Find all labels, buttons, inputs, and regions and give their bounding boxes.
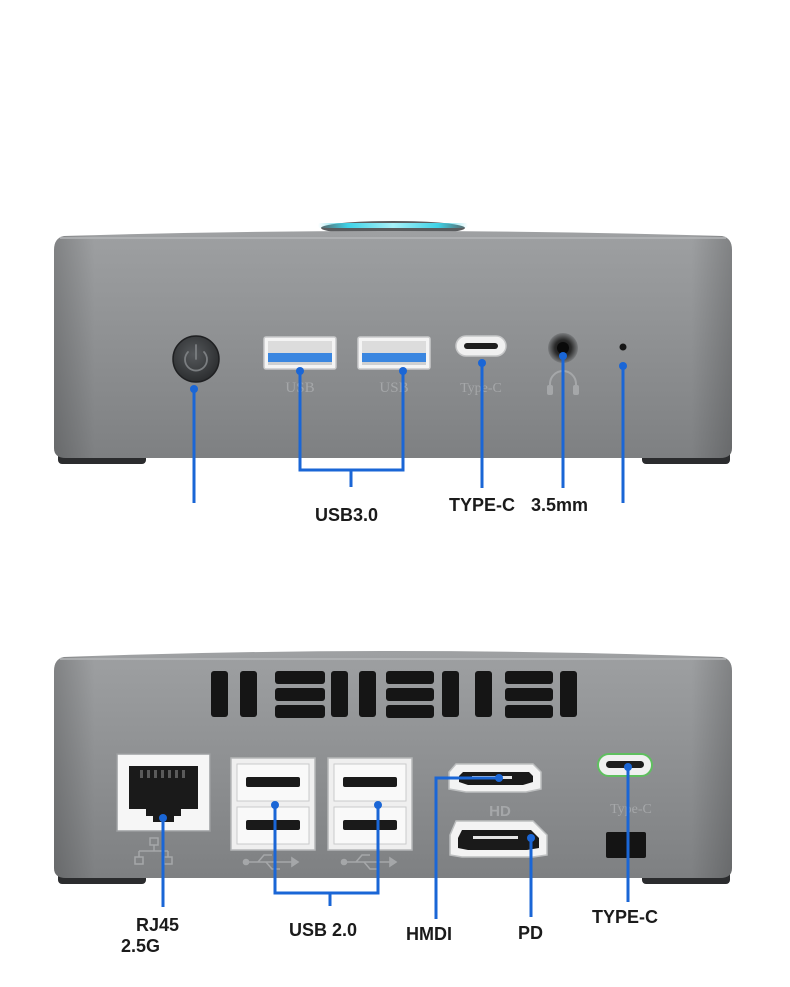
network-icon bbox=[134, 837, 173, 865]
hdmi-callout-label: HMDI bbox=[406, 924, 452, 944]
usb2-stack-left bbox=[230, 757, 316, 851]
usb2-stack-right bbox=[327, 757, 413, 851]
hdmi-marking: HD bbox=[489, 803, 511, 820]
power-button bbox=[172, 335, 220, 383]
usb2-callout-label: USB 2.0 bbox=[289, 920, 358, 940]
hdmi-port-bottom bbox=[449, 820, 548, 858]
usb3-port-left bbox=[263, 336, 337, 370]
usb-trident-icon-right bbox=[340, 854, 398, 870]
usb-marking-right: USB bbox=[379, 380, 408, 396]
typec-port-front bbox=[455, 335, 507, 357]
reset-pinhole bbox=[619, 343, 627, 351]
rear-panel: HD Type-C bbox=[54, 651, 732, 884]
usb3-callout-label: USB3.0 bbox=[315, 505, 379, 525]
usb-trident-icon-left bbox=[242, 854, 300, 870]
audio-jack bbox=[548, 333, 578, 363]
audio-callout-label: 3.5mm bbox=[531, 495, 589, 515]
pd-callout-label: PD bbox=[518, 923, 544, 943]
rj45-callout-label: RJ45 bbox=[136, 915, 180, 935]
rear-callout-dots bbox=[159, 763, 632, 842]
rj45-speed-label: 2.5G bbox=[121, 936, 161, 956]
typec-marking-rear: Type-C bbox=[610, 802, 652, 817]
rear-callout-lines bbox=[161, 767, 630, 919]
typec-front-callout-label: TYPE-C bbox=[449, 495, 516, 515]
front-callout-lines bbox=[192, 356, 625, 503]
vent-grille bbox=[211, 671, 577, 718]
top-led-ring-icon bbox=[318, 223, 468, 228]
typec-rear-callout-label: TYPE-C bbox=[592, 907, 659, 927]
front-callout-dots bbox=[190, 352, 627, 393]
usb3-port-right bbox=[357, 336, 431, 370]
lock-slot bbox=[606, 832, 646, 858]
front-panel: USB USB Type-C bbox=[54, 221, 732, 464]
power-icon bbox=[184, 344, 208, 372]
